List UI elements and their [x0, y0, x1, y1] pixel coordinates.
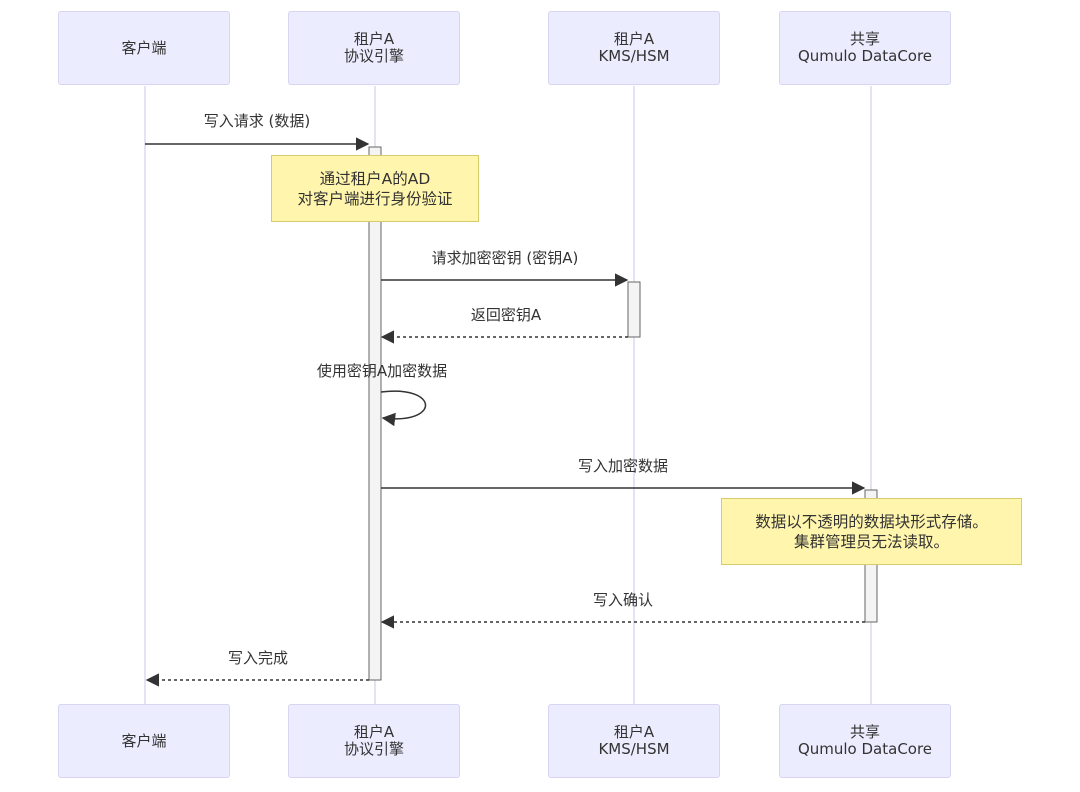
actor-kms-bottom: 租户A KMS/HSM [548, 704, 720, 778]
actor-line1: 租户A [353, 723, 395, 741]
actor-line1: 租户A [613, 30, 655, 48]
actor-datacore-bottom: 共享 Qumulo DataCore [779, 704, 951, 778]
activation-kms [627, 281, 641, 338]
note-auth: 通过租户A的AD 对客户端进行身份验证 [271, 155, 479, 222]
actor-protocol-engine-bottom: 租户A 协议引擎 [288, 704, 460, 778]
note-line2: 对客户端进行身份验证 [297, 189, 453, 208]
message-label-request-key: 请求加密密钥 (密钥A) [431, 249, 579, 267]
actor-line2: 协议引擎 [343, 740, 404, 758]
actor-kms-top: 租户A KMS/HSM [548, 11, 720, 85]
actor-protocol-engine-top: 租户A 协议引擎 [288, 11, 460, 85]
note-line1: 数据以不透明的数据块形式存储。 [755, 512, 988, 531]
actor-line2: KMS/HSM [598, 740, 670, 758]
actor-line2: KMS/HSM [598, 47, 670, 65]
message-label-self-encrypt: 使用密钥A加密数据 [316, 362, 448, 380]
message-label-write-ack: 写入确认 [592, 591, 654, 609]
actor-client-top: 客户端 [58, 11, 230, 85]
arrow-self-encrypt [380, 390, 427, 427]
actor-client-bottom: 客户端 [58, 704, 230, 778]
note-line2: 集群管理员无法读取。 [793, 532, 949, 551]
actor-line2: 协议引擎 [343, 47, 404, 65]
message-label-write-complete: 写入完成 [227, 649, 289, 667]
message-label-return-key: 返回密钥A [470, 306, 542, 324]
message-label-write-request: 写入请求 (数据) [203, 112, 311, 130]
message-label-write-encrypted: 写入加密数据 [577, 457, 669, 475]
actor-line1: 共享 [849, 723, 880, 741]
activation-protocol-engine [368, 146, 382, 681]
actor-line1: 租户A [353, 30, 395, 48]
actor-line2: Qumulo DataCore [797, 47, 933, 65]
actor-datacore-top: 共享 Qumulo DataCore [779, 11, 951, 85]
actor-client-label: 客户端 [121, 38, 167, 57]
note-opaque-storage: 数据以不透明的数据块形式存储。 集群管理员无法读取。 [721, 498, 1022, 565]
actor-line1: 租户A [613, 723, 655, 741]
actor-line2: Qumulo DataCore [797, 740, 933, 758]
actor-line1: 共享 [849, 30, 880, 48]
note-line1: 通过租户A的AD [319, 169, 431, 188]
actor-client-label: 客户端 [121, 731, 167, 750]
